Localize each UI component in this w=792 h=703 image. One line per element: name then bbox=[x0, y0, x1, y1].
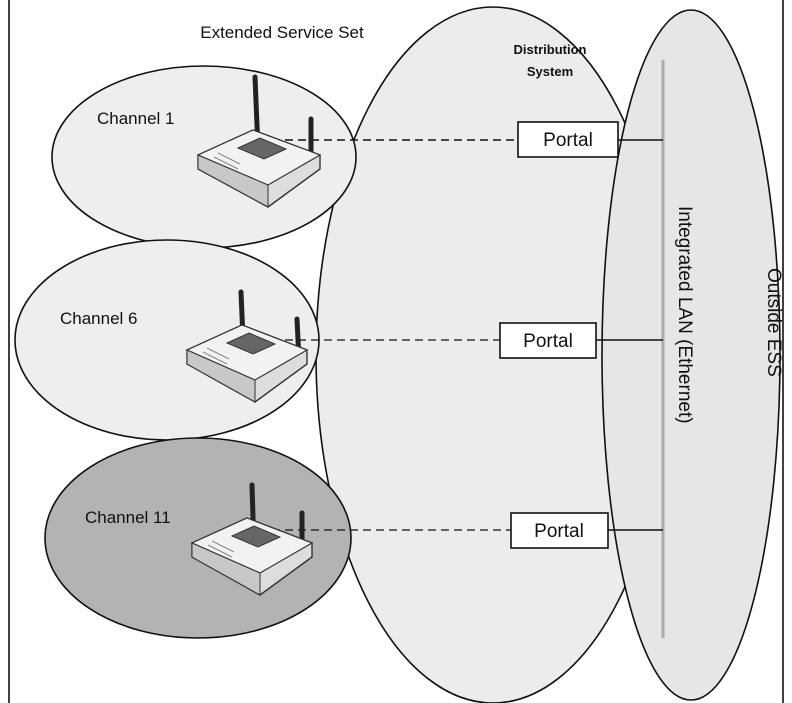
distribution-system-label-line2: System bbox=[527, 64, 573, 79]
portal-3-label: Portal bbox=[534, 521, 584, 542]
channel-11-label: Channel 11 bbox=[85, 508, 171, 527]
outside-ess-label: Outside ESS bbox=[763, 268, 784, 377]
portal-2-label: Portal bbox=[523, 331, 573, 352]
portal-2: Portal bbox=[499, 322, 597, 359]
channel-6-label: Channel 6 bbox=[60, 309, 138, 328]
outside-ess-ellipse bbox=[601, 9, 781, 701]
distribution-system-label-line1: Distribution bbox=[514, 42, 587, 57]
access-point-icon bbox=[196, 74, 322, 208]
integrated-lan-label: Integrated LAN (Ethernet) bbox=[674, 206, 695, 424]
access-point-icon bbox=[190, 482, 314, 596]
diagram-title: Extended Service Set bbox=[200, 23, 364, 42]
portal-1: Portal bbox=[517, 121, 619, 158]
access-point-icon bbox=[185, 289, 309, 403]
portal-1-label: Portal bbox=[543, 130, 593, 151]
cell-channel-11 bbox=[44, 437, 352, 639]
channel-1-label: Channel 1 bbox=[97, 109, 175, 128]
portal-3: Portal bbox=[510, 512, 609, 549]
